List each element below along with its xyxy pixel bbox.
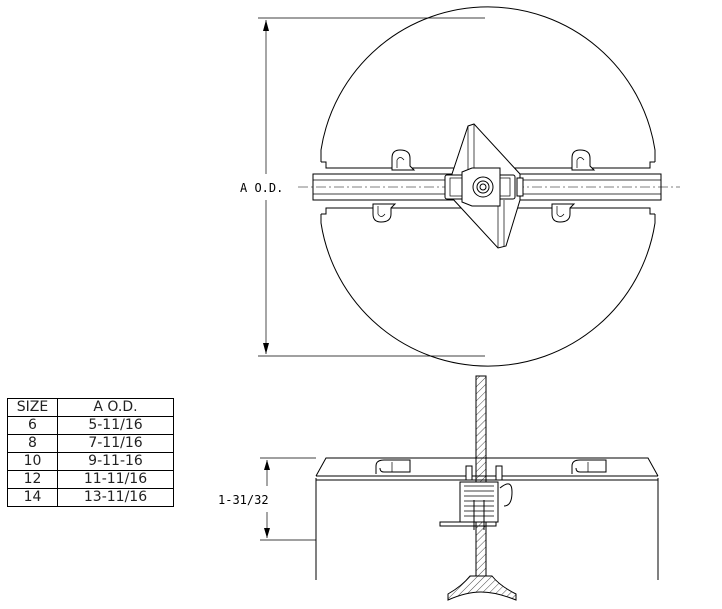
- cell-size: 10: [7, 452, 58, 471]
- arrow-down-icon: [263, 343, 269, 354]
- axle-nut-icon: [472, 176, 494, 198]
- cell-od: 5-11/16: [57, 416, 174, 435]
- table-header-row: SIZE A O.D.: [7, 398, 174, 417]
- duct-saddle: [447, 575, 517, 601]
- side-clip-right: [571, 459, 607, 474]
- spring-clip-upper-right: [571, 149, 596, 171]
- cell-size: 6: [7, 416, 58, 435]
- od-dimension-label: A O.D.: [240, 181, 283, 195]
- cell-size: 8: [7, 434, 58, 453]
- disc-lower-half: [320, 214, 656, 367]
- spring-clip-lower-left: [372, 203, 397, 223]
- disc-profile-top: [315, 457, 659, 477]
- arrow-up-icon: [264, 460, 270, 470]
- axle-nut-inner: [476, 180, 490, 194]
- top-view: A O.D.: [240, 6, 680, 367]
- disc-upper-half: [320, 6, 656, 162]
- table-row: 10 9-11-16: [7, 452, 174, 471]
- cell-od: 11-11/16: [57, 470, 174, 489]
- arrow-up-icon: [263, 20, 269, 31]
- cell-od: 9-11-16: [57, 452, 174, 471]
- table-row: 8 7-11/16: [7, 434, 174, 453]
- table-row: 6 5-11/16: [7, 416, 174, 435]
- spring-clip-lower-right: [551, 203, 576, 223]
- cell-od: 13-11/16: [57, 488, 174, 507]
- header-size: SIZE: [7, 398, 58, 417]
- cell-size: 14: [7, 488, 58, 507]
- od-dimension: A O.D.: [240, 17, 485, 357]
- axle-hole: [479, 183, 487, 191]
- size-table: SIZE A O.D. 6 5-11/16 8 7-11/16 10 9-11-…: [7, 398, 174, 507]
- cell-size: 12: [7, 470, 58, 489]
- height-dimension-label: 1-31/32: [218, 493, 269, 507]
- locking-quadrant: [444, 167, 524, 207]
- side-clip-left: [375, 459, 411, 474]
- table-row: 14 13-11/16: [7, 488, 174, 507]
- height-dimension: 1-31/32: [218, 457, 316, 541]
- cell-od: 7-11/16: [57, 434, 174, 453]
- header-od: A O.D.: [57, 398, 174, 417]
- axle-end-cap: [516, 177, 524, 197]
- side-view: 1-31/32: [218, 375, 659, 601]
- table-row: 12 11-11/16: [7, 470, 174, 489]
- arrow-down-icon: [264, 528, 270, 538]
- support-rod: [475, 375, 487, 577]
- spring-clip-upper-left: [391, 149, 416, 171]
- spring-mechanism: [439, 465, 513, 530]
